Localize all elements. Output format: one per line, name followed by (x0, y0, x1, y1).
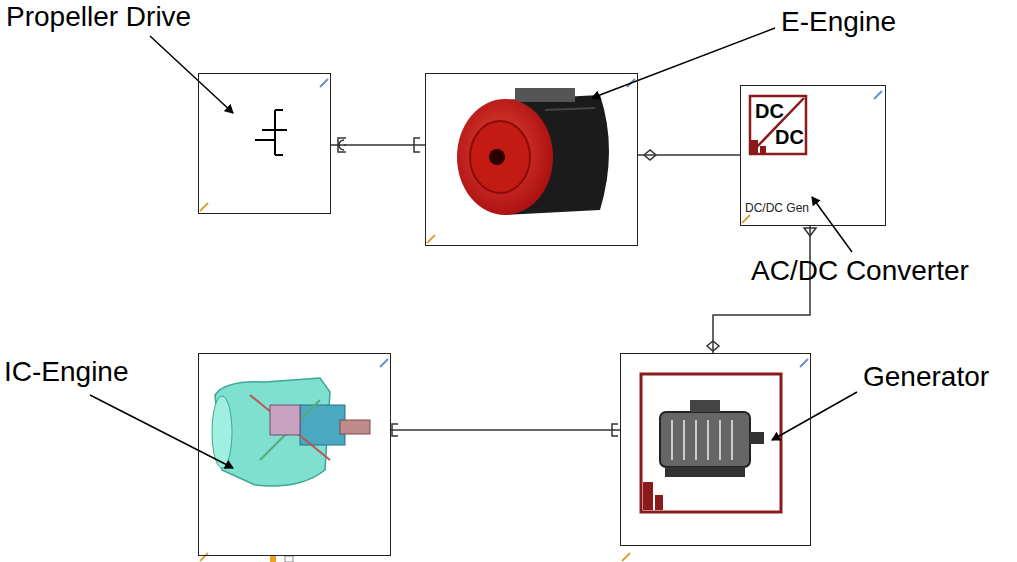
callout-label: E-Engine (781, 7, 896, 38)
shaft-connector (713, 226, 810, 353)
component-box: IC-Engine (198, 353, 391, 556)
icon-text: DC/DC Gen (745, 202, 809, 215)
combustion-engine-picture (212, 378, 370, 562)
leader-line (90, 28, 857, 468)
corner-marker (200, 79, 882, 561)
generator-icon (641, 374, 781, 512)
callout-label: Propeller Drive (6, 2, 191, 33)
callout-label: IC-Engine (4, 357, 129, 388)
icon-text: DC (775, 126, 804, 148)
component-box: Propeller Drive (198, 73, 331, 214)
component-box: Generator (620, 353, 811, 546)
callout-label: AC/DC Converter (751, 256, 969, 287)
port-symbol (338, 138, 816, 436)
component-box: AC/DC ConverterDCDCDC/DC Gen (740, 85, 886, 226)
gear-symbol (255, 110, 287, 155)
icon-text: DC (755, 100, 784, 122)
converter-icon (750, 96, 806, 154)
component-box: E-Engine (425, 73, 638, 246)
shaft-connector (331, 145, 425, 146)
shaft-connector (638, 155, 740, 156)
callout-label: Generator (863, 362, 989, 393)
electric-motor-picture (457, 88, 609, 215)
shaft-connector (391, 430, 620, 431)
